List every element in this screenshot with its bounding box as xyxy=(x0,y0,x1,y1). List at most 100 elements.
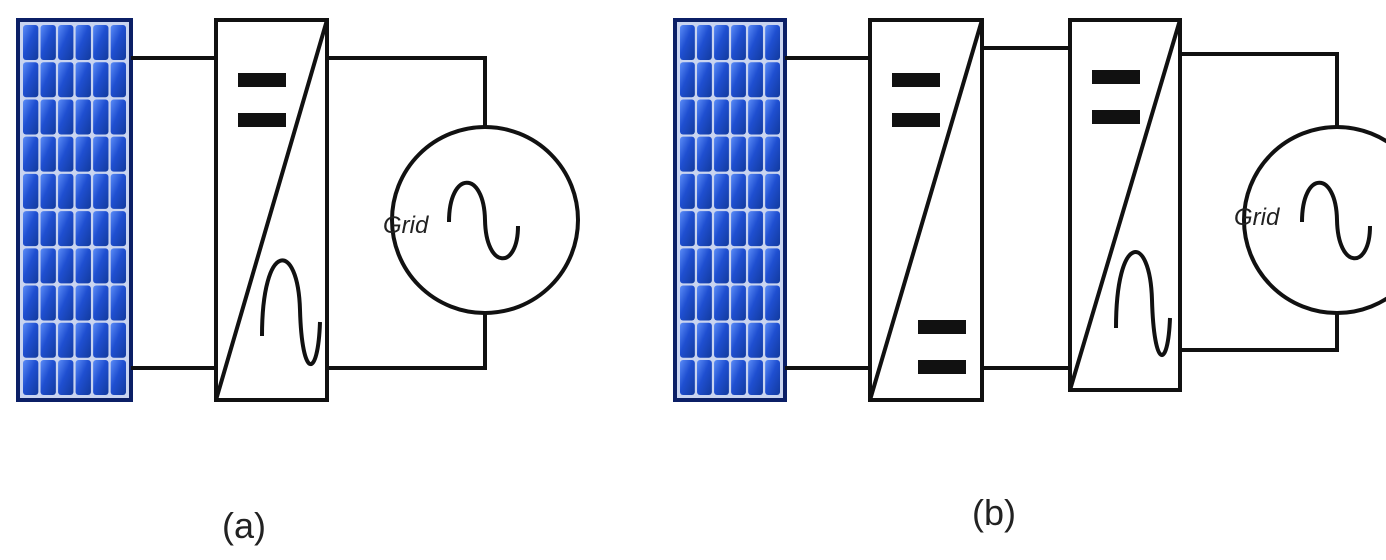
solar-cell xyxy=(714,322,729,358)
solar-cell xyxy=(714,136,729,172)
solar-cell xyxy=(23,248,39,284)
caption-a: (a) xyxy=(222,505,266,546)
solar-cell xyxy=(75,322,91,358)
solar-cell xyxy=(765,173,780,209)
solar-cell xyxy=(765,359,780,395)
solar-cell xyxy=(765,62,780,98)
wire-inverter-to-grid-top xyxy=(1180,52,1339,127)
dc-symbol-bar-top xyxy=(918,320,966,334)
solar-cell xyxy=(680,359,695,395)
solar-cell xyxy=(731,173,746,209)
solar-cell xyxy=(731,359,746,395)
wire-inverter-to-grid-bottom xyxy=(327,313,487,370)
solar-cell xyxy=(748,285,763,321)
solar-cell xyxy=(748,25,763,61)
solar-cell xyxy=(731,322,746,358)
caption-b: (b) xyxy=(972,492,1016,533)
solar-cell xyxy=(697,25,712,61)
solar-cell xyxy=(714,211,729,247)
solar-cell xyxy=(110,62,126,98)
solar-cell xyxy=(714,359,729,395)
solar-cell xyxy=(23,359,39,395)
solar-cell xyxy=(748,99,763,135)
solar-cell xyxy=(748,322,763,358)
solar-cell xyxy=(680,25,695,61)
solar-cell xyxy=(75,173,91,209)
solar-cell xyxy=(748,173,763,209)
solar-cell xyxy=(680,285,695,321)
solar-cell xyxy=(680,211,695,247)
dc-symbol-bar-top xyxy=(238,73,286,87)
ac-symbol-wave xyxy=(260,258,322,367)
dc-ac-inverter-icon xyxy=(214,18,329,402)
sine-wave-icon xyxy=(447,180,520,261)
solar-cell xyxy=(40,25,56,61)
dc-dc-converter-icon xyxy=(868,18,984,402)
solar-cell xyxy=(697,211,712,247)
solar-cell xyxy=(40,285,56,321)
solar-cell xyxy=(23,99,39,135)
solar-cell xyxy=(75,62,91,98)
solar-cell xyxy=(697,136,712,172)
solar-cell xyxy=(697,248,712,284)
solar-cell xyxy=(58,25,74,61)
solar-cell xyxy=(58,248,74,284)
solar-cell xyxy=(731,99,746,135)
solar-cell xyxy=(40,248,56,284)
ac-source-icon xyxy=(390,125,580,315)
solar-cell xyxy=(40,359,56,395)
solar-cell xyxy=(75,136,91,172)
solar-cell xyxy=(40,62,56,98)
wire-inverter-to-grid-bottom xyxy=(1180,313,1339,352)
solar-cell xyxy=(765,99,780,135)
solar-cell xyxy=(23,285,39,321)
solar-cell xyxy=(110,248,126,284)
solar-cell xyxy=(93,136,109,172)
solar-cell xyxy=(731,211,746,247)
wire-inverter-to-grid-top xyxy=(327,56,487,127)
solar-cell xyxy=(731,248,746,284)
solar-cell xyxy=(75,248,91,284)
solar-cell xyxy=(93,359,109,395)
solar-cell xyxy=(697,359,712,395)
solar-cell xyxy=(697,62,712,98)
solar-cell xyxy=(40,322,56,358)
solar-cell xyxy=(714,248,729,284)
solar-cell xyxy=(697,322,712,358)
solar-cell xyxy=(58,285,74,321)
solar-cell xyxy=(75,285,91,321)
solar-cell xyxy=(680,62,695,98)
solar-cell xyxy=(58,136,74,172)
solar-cell xyxy=(75,211,91,247)
solar-cell xyxy=(680,99,695,135)
solar-cell xyxy=(748,248,763,284)
solar-cell xyxy=(731,25,746,61)
solar-cell xyxy=(58,359,74,395)
solar-cell xyxy=(110,173,126,209)
solar-cell xyxy=(731,285,746,321)
solar-cell xyxy=(75,99,91,135)
solar-cell xyxy=(23,62,39,98)
dc-symbol-bar-bottom xyxy=(892,113,940,127)
wires-a xyxy=(131,56,487,370)
solar-cell xyxy=(110,25,126,61)
solar-cell xyxy=(40,136,56,172)
solar-cell xyxy=(93,173,109,209)
solar-cell xyxy=(58,62,74,98)
solar-cell xyxy=(748,62,763,98)
solar-cell xyxy=(93,25,109,61)
solar-cell xyxy=(93,211,109,247)
solar-cell xyxy=(23,322,39,358)
solar-cell xyxy=(765,322,780,358)
solar-cell xyxy=(40,99,56,135)
solar-cell xyxy=(680,322,695,358)
solar-cell xyxy=(58,99,74,135)
solar-cell xyxy=(110,359,126,395)
solar-cell xyxy=(40,211,56,247)
solar-cell xyxy=(23,211,39,247)
solar-cell xyxy=(765,211,780,247)
solar-cell xyxy=(110,285,126,321)
solar-cell xyxy=(75,359,91,395)
solar-cell xyxy=(93,322,109,358)
